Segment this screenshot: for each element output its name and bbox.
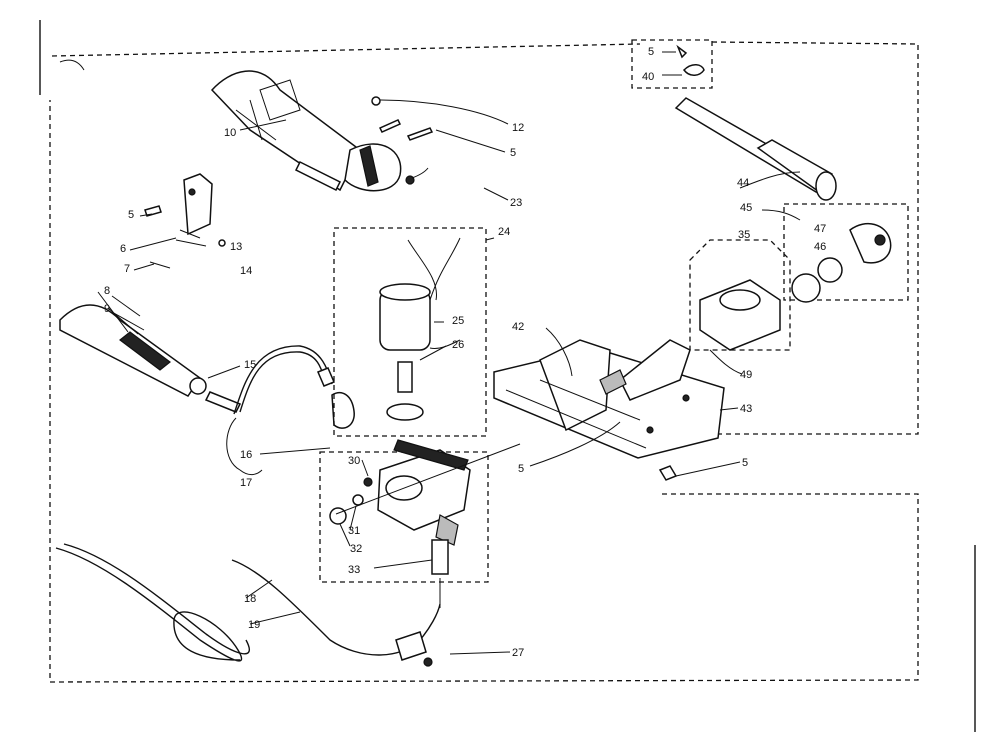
flex-tube-18 (55, 547, 243, 662)
igniter-33 (431, 539, 449, 575)
leader-lines (111, 119, 801, 655)
thermocouple-19 (231, 559, 441, 656)
regulator-assembly (599, 239, 791, 401)
callout-30: 30 (348, 455, 360, 467)
callout-18: 18 (244, 593, 256, 605)
callout-40: 40 (642, 71, 654, 83)
callout-5-plate: 5 (518, 463, 524, 475)
callout-9: 9 (104, 303, 110, 315)
callout-45: 45 (740, 202, 752, 214)
callout-16: 16 (240, 449, 252, 461)
callout-labels: 5 40 10 12 5 23 24 44 45 35 47 46 5 6 13… (104, 46, 826, 659)
callout-47: 47 (814, 223, 826, 235)
callout-31: 31 (348, 525, 360, 537)
callout-14: 14 (240, 265, 252, 277)
callout-23: 23 (510, 197, 522, 209)
callout-49: 49 (740, 369, 752, 381)
callout-13: 13 (230, 241, 242, 253)
callout-44: 44 (737, 177, 749, 189)
callout-8: 8 (104, 285, 110, 297)
control-unit-dashed-box (333, 227, 487, 437)
connector-27 (395, 631, 427, 661)
outer-dashed-boundary (49, 41, 919, 683)
callout-27: 27 (512, 647, 524, 659)
callout-42: 42 (512, 321, 524, 333)
main-burner-tube-44 (674, 97, 837, 201)
orifice-46 (791, 273, 821, 303)
callout-33: 33 (348, 564, 360, 576)
callout-24: 24 (498, 226, 510, 238)
callout-25: 25 (452, 315, 464, 327)
callout-5-right: 5 (742, 457, 748, 469)
callout-17: 17 (240, 477, 252, 489)
mounting-bracket-left (144, 173, 226, 269)
gas-valve-body (329, 439, 471, 608)
inset-box-hardware (631, 39, 713, 89)
gas-tube-15-outline (233, 345, 333, 415)
callout-32: 32 (350, 543, 362, 555)
screw-part-5 (676, 44, 688, 59)
orifice-inset-box-45 (783, 203, 909, 301)
callout-10: 10 (224, 127, 236, 139)
callout-5-bracket: 5 (128, 209, 134, 221)
callout-5-burner: 5 (510, 147, 516, 159)
callout-46: 46 (814, 241, 826, 253)
burner-tube-assembly (210, 70, 415, 192)
callout-19: 19 (248, 619, 260, 631)
callout-35: 35 (738, 229, 750, 241)
pilot-assembly-left (59, 291, 242, 413)
screw-part-12 (371, 96, 381, 106)
callout-5-inset: 5 (648, 46, 654, 58)
mounting-plate-43 (493, 339, 725, 481)
clamp-part-40 (683, 64, 705, 76)
callout-12: 12 (512, 122, 524, 134)
stem-26 (397, 361, 413, 393)
callout-7: 7 (124, 263, 130, 275)
callout-26: 26 (452, 339, 464, 351)
fitting-47 (817, 257, 843, 283)
screw-part-5-upper (378, 119, 402, 133)
fitting-16 (331, 391, 355, 429)
callout-15: 15 (244, 359, 256, 371)
corner-mark (59, 59, 85, 71)
callout-6: 6 (120, 243, 126, 255)
callout-43: 43 (740, 403, 752, 415)
